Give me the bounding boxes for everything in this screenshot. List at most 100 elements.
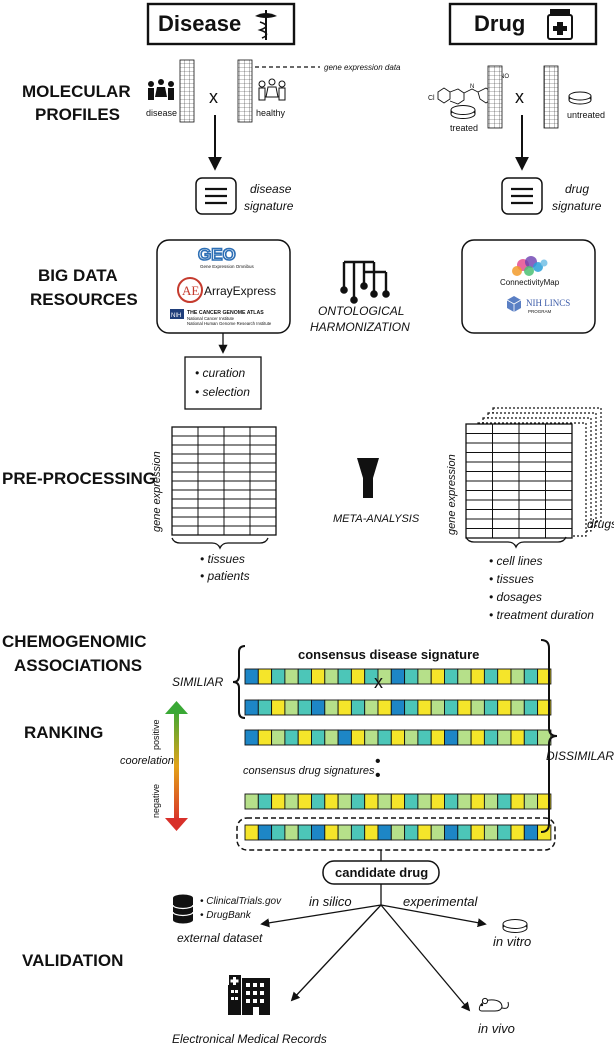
signature-cell	[311, 699, 326, 716]
tissues-drug-label: • tissues	[489, 572, 534, 586]
signature-cell	[404, 793, 419, 810]
signature-cell	[404, 699, 419, 716]
arrow-to-in-vivo	[380, 904, 471, 1012]
signature-cell	[497, 729, 512, 746]
signature-cell	[350, 729, 366, 746]
similar-bracket	[232, 645, 246, 719]
signature-cell	[337, 793, 352, 810]
mouse-icon	[478, 997, 509, 1012]
signature-cell	[297, 824, 312, 841]
signature-rows	[244, 668, 552, 841]
signature-cell	[311, 824, 326, 841]
signature-cell	[497, 793, 512, 810]
drug-gene-expression-label: gene expression	[446, 454, 458, 535]
in-silico-label: in silico	[309, 894, 352, 909]
signature-cell	[271, 668, 286, 685]
signature-cell	[284, 793, 299, 810]
emr-label: Electronical Medical Records	[172, 1032, 327, 1046]
correlation-label: coorelation	[120, 755, 174, 767]
signature-cell	[470, 729, 485, 746]
disease-signature-icon	[195, 177, 237, 215]
disease-expression-matrix	[179, 59, 195, 123]
signature-cell	[497, 824, 512, 841]
caduceus-icon	[255, 10, 277, 40]
signature-cell	[324, 729, 339, 746]
signature-cell	[470, 699, 485, 716]
signature-cell	[537, 699, 552, 716]
signature-cell	[417, 668, 432, 685]
disease-data-table	[171, 426, 277, 536]
drug-data-table	[465, 423, 573, 539]
healthy-group-label: healthy	[256, 108, 286, 118]
signature-cell	[377, 699, 392, 716]
signature-cell	[297, 699, 312, 716]
ontology-tree-icon	[340, 260, 390, 304]
signature-cell	[417, 699, 432, 716]
similar-label: SIMILIAR	[172, 675, 224, 689]
treated-expression-matrix	[487, 65, 503, 129]
signature-cell	[470, 668, 485, 685]
healthy-people-icon	[258, 78, 286, 101]
arrow-to-external-dataset	[260, 904, 382, 928]
correlation-gradient-bar	[174, 710, 179, 822]
signature-cell	[257, 699, 273, 716]
signature-cell	[444, 729, 459, 746]
signature-cell	[457, 793, 472, 810]
signature-cell	[404, 824, 419, 841]
dissimilar-bracket	[540, 639, 558, 833]
signature-cell	[297, 729, 312, 746]
signature-cell	[271, 699, 286, 716]
signature-cell	[390, 824, 406, 841]
dissimilar-label: DISSIMILAR	[546, 749, 614, 763]
signature-cell	[324, 793, 339, 810]
signature-cell	[497, 668, 512, 685]
signature-cell	[483, 699, 499, 716]
svg-text:National Cancer Institute: National Cancer Institute	[187, 316, 235, 321]
signature-cell	[311, 729, 326, 746]
meta-analysis-label: META-ANALYSIS	[333, 513, 420, 525]
signature-cell	[430, 668, 445, 685]
signature-cell	[257, 729, 273, 746]
disease-gene-expression-label: gene expression	[151, 451, 163, 532]
section-chemogenomic-line1: CHEMOGENOMIC	[2, 632, 147, 651]
candidate-drug-label: candidate drug	[335, 865, 428, 880]
signature-cell	[337, 668, 352, 685]
signature-cell	[523, 699, 539, 716]
signature-cell	[390, 793, 406, 810]
signature-cell	[311, 668, 326, 685]
svg-text:GEO: GEO	[198, 245, 236, 264]
database-icon	[172, 894, 194, 924]
signature-cell	[510, 699, 525, 716]
signature-row	[244, 668, 552, 685]
in-vitro-dish-icon	[502, 919, 528, 933]
association-times: x	[374, 672, 383, 692]
signature-cell	[244, 824, 259, 841]
svg-text:NO: NO	[500, 74, 509, 80]
in-vivo-label: in vivo	[478, 1021, 515, 1036]
signature-row	[244, 729, 552, 746]
signature-cell	[417, 729, 432, 746]
signature-cell	[324, 824, 339, 841]
signature-cell	[523, 793, 539, 810]
drug-times: x	[515, 87, 524, 107]
signature-cell	[444, 699, 459, 716]
signature-cell	[244, 729, 259, 746]
connectivity-map-logo: ConnectivityMap	[500, 256, 560, 287]
header-drug-label: Drug	[474, 11, 525, 36]
signature-cell	[444, 668, 459, 685]
signature-cell	[537, 668, 552, 685]
nih-lincs-logo: NIH LINCS PROGRAM	[506, 296, 570, 314]
section-molecular-line2: PROFILES	[35, 105, 120, 124]
curation-box: • curation • selection	[184, 356, 262, 410]
signature-cell	[457, 668, 472, 685]
signature-cell	[457, 729, 472, 746]
signature-row	[244, 793, 552, 810]
svg-text:N: N	[470, 84, 474, 90]
section-bigdata-line1: BIG DATA	[38, 266, 118, 285]
disease-people-icon	[148, 79, 174, 100]
selection-label: • selection	[195, 385, 250, 399]
signature-cell	[337, 699, 352, 716]
drugbank-label: • DrugBank	[200, 910, 252, 921]
experimental-label: experimental	[403, 894, 479, 909]
untreated-pill-icon	[568, 91, 592, 105]
